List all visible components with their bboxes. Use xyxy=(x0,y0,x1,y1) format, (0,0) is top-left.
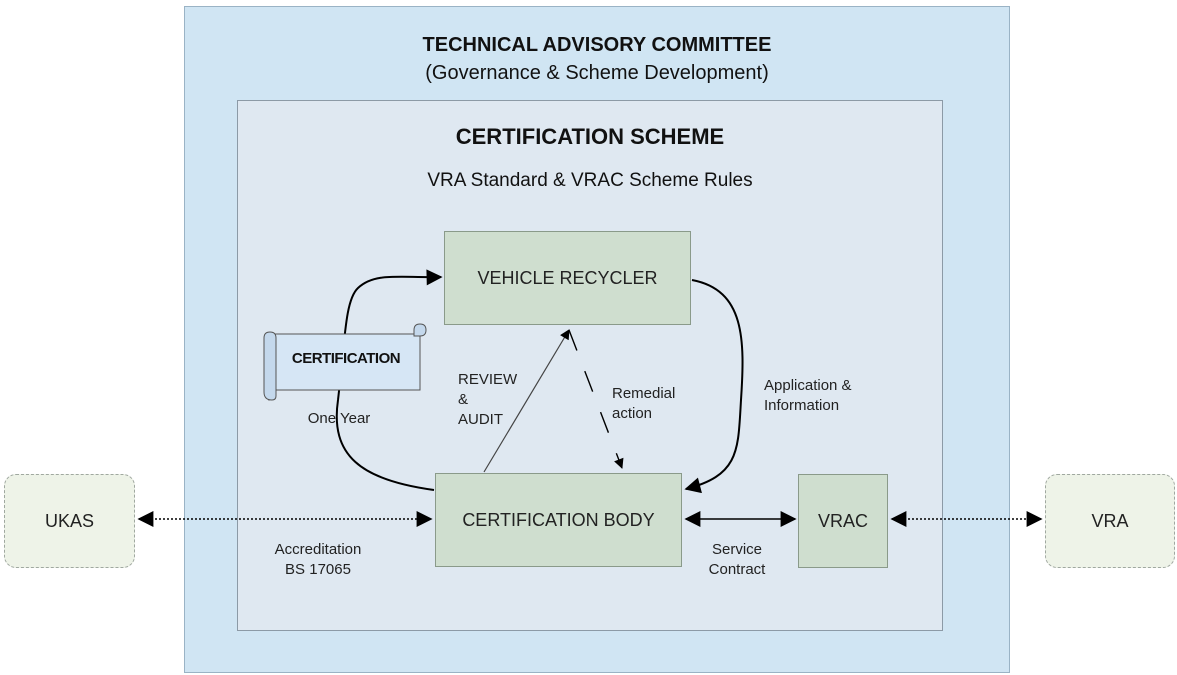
vehicle-recycler-node: VEHICLE RECYCLER xyxy=(444,231,691,325)
accreditation-label: Accreditation BS 17065 xyxy=(274,541,362,578)
vehicle-recycler-label: VEHICLE RECYCLER xyxy=(477,267,658,288)
application-information-arrow xyxy=(684,279,744,494)
vrac-label: VRAC xyxy=(817,510,868,531)
application-information-label: Application & Information xyxy=(764,377,852,414)
ukas-node: UKAS xyxy=(4,474,135,568)
remedial-action-label: Remedial action xyxy=(612,385,676,422)
service-contract-label: Service Contract xyxy=(708,541,766,578)
certification-scheme-subtitle: VRA Standard & VRAC Scheme Rules xyxy=(427,170,753,191)
review-audit-label: REVIEW & AUDIT xyxy=(458,371,518,428)
certification-scroll-label: CERTIFICATION xyxy=(291,350,401,367)
certification-body-label: CERTIFICATION BODY xyxy=(462,509,655,530)
one-year-label: One Year xyxy=(307,410,371,427)
ukas-label: UKAS xyxy=(44,510,95,531)
review-audit-arrow xyxy=(483,329,570,473)
tac-title: TECHNICAL ADVISORY COMMITTEE xyxy=(422,34,772,56)
certification-body-node: CERTIFICATION BODY xyxy=(435,473,682,567)
certification-scheme-title: CERTIFICATION SCHEME xyxy=(455,124,725,149)
vra-node: VRA xyxy=(1045,474,1175,568)
tac-subtitle: (Governance & Scheme Development) xyxy=(425,62,769,84)
vra-label: VRA xyxy=(1091,510,1129,531)
certification-scroll-icon xyxy=(263,323,427,401)
vrac-node: VRAC xyxy=(798,474,888,568)
